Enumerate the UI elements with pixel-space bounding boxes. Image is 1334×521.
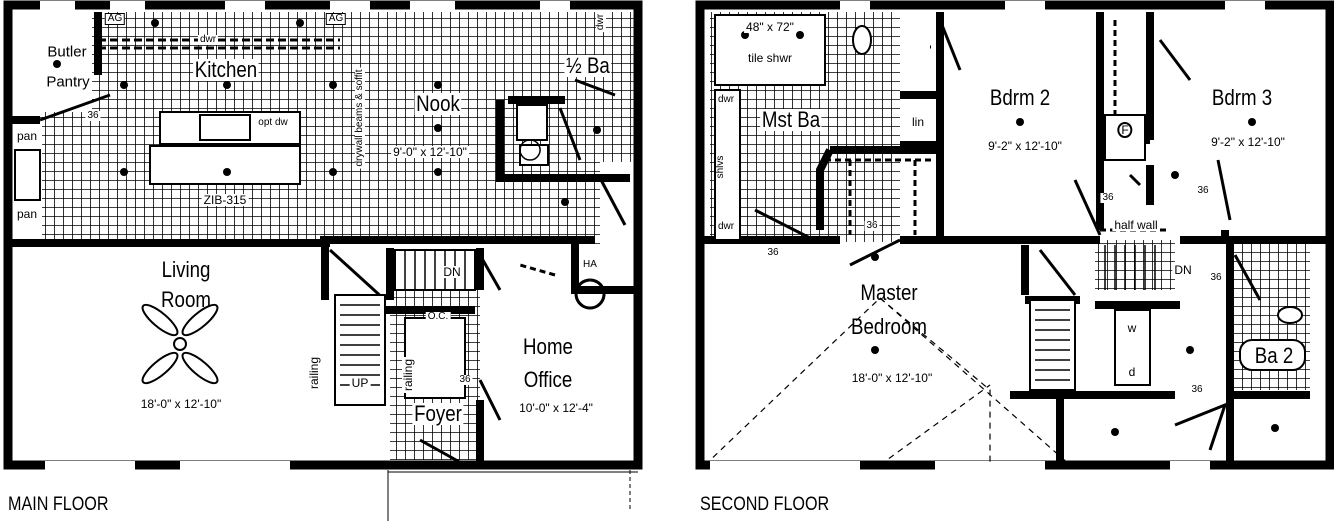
second-floor-caption: SECOND FLOOR xyxy=(700,494,830,515)
stairs-down-label: DN xyxy=(441,265,463,279)
island-model-label: ZIB-315 xyxy=(201,193,249,207)
open-closet-label: O.C. xyxy=(425,311,451,322)
shower-size-label: 48" x 72" xyxy=(744,20,796,34)
furnace-icon: F xyxy=(1117,122,1133,138)
shelves-label: shlvs xyxy=(715,153,726,181)
appliance-garage-right: AG xyxy=(325,13,347,25)
room-label-foyer: Foyer xyxy=(412,401,464,426)
room-label-home: Home xyxy=(523,334,573,359)
room-label-half-bath: ½ Ba xyxy=(564,53,612,78)
washer-label: w xyxy=(1125,321,1139,335)
master-dimensions: 18'-0" x 12'-10" xyxy=(851,371,933,385)
stairs-up-label: UP xyxy=(349,376,371,390)
room-label-pantry: Pantry xyxy=(44,73,92,91)
door-width-bdrm2: 36 xyxy=(1100,192,1116,203)
pantry-shelf-bottom: pan xyxy=(14,207,40,221)
pantry-shelf-top: pan xyxy=(14,129,40,143)
vaulted-ceiling-lines xyxy=(704,297,1071,466)
door-width-bath2: 36 xyxy=(1208,272,1224,283)
nook-dimensions: 9'-0" x 12'-10" xyxy=(391,145,469,159)
linen-closet-label: lin xyxy=(909,115,927,129)
room-label-bedroom: Bedroom xyxy=(851,314,927,339)
door-width-pantry: 36 xyxy=(85,110,101,121)
bdrm3-dimensions: 9'-2" x 12'-10" xyxy=(1211,135,1285,149)
appliance-garage-left: AG xyxy=(104,13,126,25)
room-label-bdrm2: Bdrm 2 xyxy=(989,85,1051,110)
room-label-kitchen: Kitchen xyxy=(193,57,259,82)
door-width-hall: 36 xyxy=(1189,384,1205,395)
railing-left-label: railing xyxy=(307,354,321,392)
room-label-living: Living xyxy=(161,257,211,282)
drawer-bottom-label: dwr xyxy=(715,221,737,232)
half-wall-label: half wall xyxy=(1112,218,1160,232)
door-width-closet: 36 xyxy=(864,220,880,231)
dryer-vent-label: dwr xyxy=(595,11,606,33)
room-label-office: Office xyxy=(523,367,573,392)
ceiling-fan-icon xyxy=(141,303,219,385)
room-label-nook: Nook xyxy=(414,91,462,116)
main-floor-caption: MAIN FLOOR xyxy=(8,494,109,515)
door-width-bdrm3: 36 xyxy=(1195,185,1211,196)
living-dimensions: 18'-0" x 12'-10" xyxy=(140,397,222,411)
room-label-bdrm3: Bdrm 3 xyxy=(1211,85,1273,110)
main-floor-plan xyxy=(3,0,643,470)
shower-type-label: tile shwr xyxy=(745,51,795,65)
office-dimensions: 10'-0" x 12'-4" xyxy=(519,401,593,415)
stairs-down-label: DN xyxy=(1172,263,1194,277)
hvac-label: HA xyxy=(583,259,597,270)
door-width-master-bath: 36 xyxy=(765,247,781,258)
bdrm2-dimensions: 9'-2" x 12'-10" xyxy=(988,139,1062,153)
door-width-foyer: 36 xyxy=(457,374,473,385)
drawer-top-label: dwr xyxy=(715,94,737,105)
room-label-master: Master xyxy=(860,280,918,305)
drawer-label: dwr xyxy=(197,34,219,45)
room-label-butler: Butler xyxy=(45,43,89,61)
room-label-room: Room xyxy=(161,287,211,312)
railing-right-label: railing xyxy=(401,356,415,394)
room-label-master-bath: Mst Ba xyxy=(760,107,822,132)
second-floor-plan xyxy=(387,0,1334,521)
room-label-bath2: Ba 2 xyxy=(1253,343,1295,368)
soffit-label: drywall beams & soffit xyxy=(354,67,365,169)
dryer-label: d xyxy=(1126,365,1138,379)
optional-dishwasher-label: opt dw xyxy=(256,117,290,128)
